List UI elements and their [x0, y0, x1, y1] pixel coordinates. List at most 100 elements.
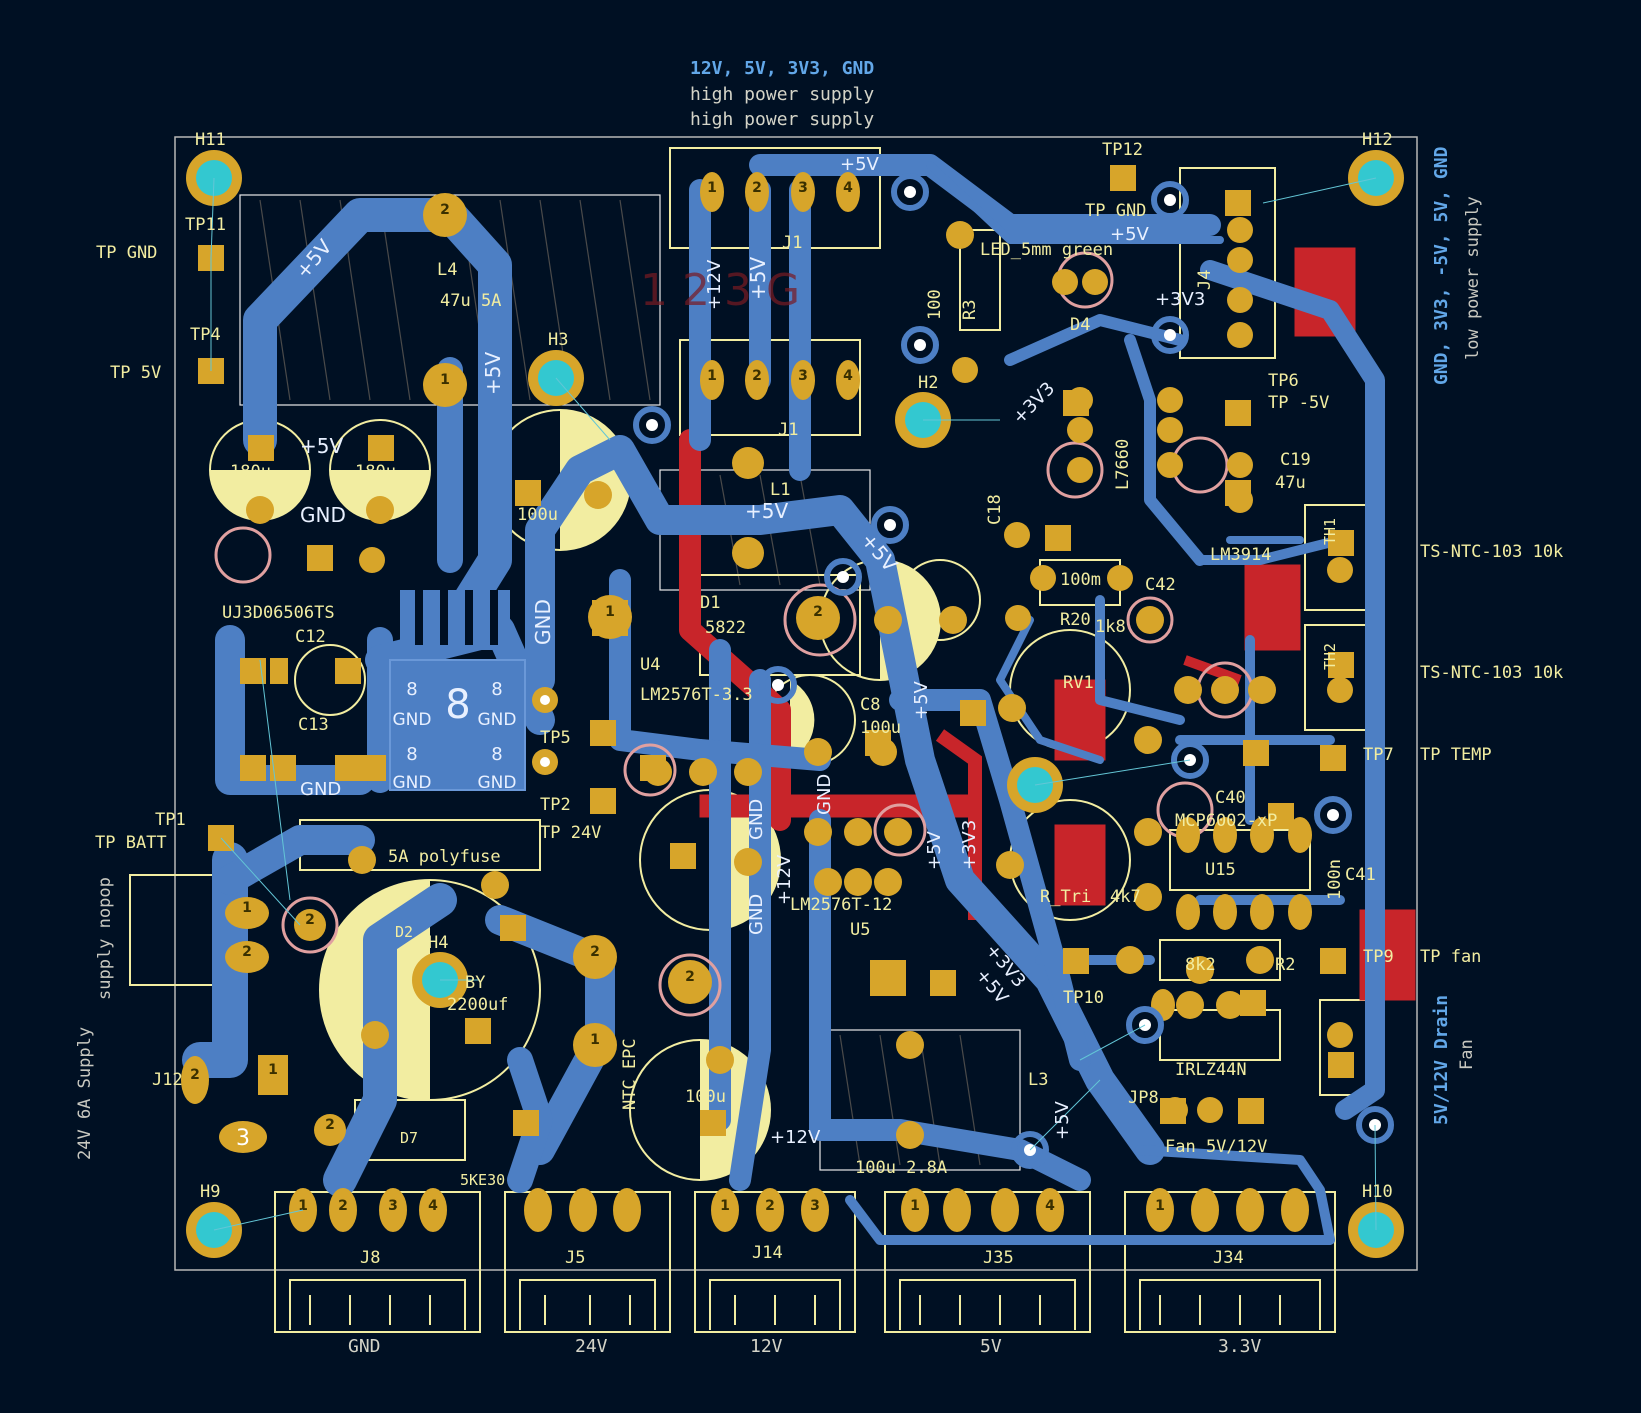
- bottom-connector-teeth: [289, 1279, 1321, 1330]
- svg-text:4: 4: [428, 1198, 438, 1214]
- svg-text:2: 2: [685, 969, 695, 985]
- svg-text:TH2: TH2: [1321, 643, 1339, 670]
- svg-text:C13: C13: [298, 715, 329, 735]
- svg-text:2: 2: [190, 1067, 200, 1083]
- svg-text:BY: BY: [465, 973, 485, 993]
- svg-text:R_Tri: R_Tri: [1040, 887, 1091, 907]
- mounting-holes[interactable]: [186, 150, 1404, 1258]
- svg-text:1: 1: [590, 1032, 600, 1048]
- svg-text:1: 1: [707, 368, 717, 384]
- svg-text:+12V: +12V: [770, 1127, 821, 1148]
- svg-text:TP 5V: TP 5V: [110, 363, 161, 383]
- svg-text:H3: H3: [548, 330, 568, 350]
- svg-text:1: 1: [268, 1062, 278, 1078]
- svg-text:LM2576T-12: LM2576T-12: [790, 895, 892, 915]
- svg-text:TP2: TP2: [540, 795, 571, 815]
- board-outline: [174, 136, 1418, 1271]
- svg-text:12V, 5V, 3V3, GND: 12V, 5V, 3V3, GND: [690, 58, 874, 79]
- svg-text:H9: H9: [200, 1182, 220, 1202]
- svg-text:D2: D2: [395, 923, 413, 941]
- svg-text:2: 2: [242, 944, 252, 960]
- svg-text:1: 1: [1155, 1198, 1165, 1214]
- svg-text:+12V: +12V: [704, 259, 725, 310]
- svg-text:5V: 5V: [980, 1336, 1002, 1357]
- svg-text:D1: D1: [700, 593, 720, 613]
- svg-text:GND: GND: [478, 773, 517, 793]
- svg-text:12V: 12V: [750, 1336, 783, 1357]
- svg-text:LED_5mm green: LED_5mm green: [980, 240, 1113, 260]
- svg-text:GND, 3V3, -5V, 5V, GND: GND, 3V3, -5V, 5V, GND: [1431, 146, 1452, 385]
- square-pads: [198, 165, 1354, 1136]
- svg-text:GND: GND: [478, 710, 517, 730]
- svg-text:5V/12V Drain: 5V/12V Drain: [1431, 995, 1452, 1125]
- svg-text:TP4: TP4: [190, 325, 221, 345]
- svg-text:TP BATT: TP BATT: [95, 833, 167, 853]
- svg-text:U5: U5: [850, 920, 870, 940]
- svg-text:2: 2: [752, 180, 762, 196]
- svg-text:J12: J12: [152, 1070, 183, 1090]
- svg-text:J5: J5: [565, 1248, 585, 1268]
- copper-front-layer: [182, 154, 1385, 1245]
- svg-text:GND: GND: [393, 710, 432, 730]
- svg-text:+5V: +5V: [1052, 1100, 1073, 1140]
- silkscreen-labels: H11 H12 H9 H10 H3 H2 H4 TP11 TP4 TP1 TP1…: [95, 130, 1563, 1202]
- svg-text:low power supply: low power supply: [1463, 196, 1483, 360]
- svg-text:L7660: L7660: [1113, 439, 1133, 490]
- svg-text:8k2: 8k2: [1185, 955, 1216, 975]
- svg-text:H10: H10: [1362, 1182, 1393, 1202]
- connector-refs: J8 J5 J14 J35 J34: [360, 1243, 1244, 1268]
- svg-text:3: 3: [388, 1198, 398, 1214]
- edge-text-top: 12V, 5V, 3V3, GND high power supply high…: [690, 58, 874, 130]
- svg-text:100u 2.8A: 100u 2.8A: [855, 1158, 947, 1178]
- svg-text:L1: L1: [770, 480, 790, 500]
- svg-text:RV1: RV1: [1063, 673, 1094, 693]
- svg-text:180u: 180u: [355, 462, 396, 482]
- svg-text:R3: R3: [960, 300, 980, 320]
- svg-text:100: 100: [925, 289, 945, 320]
- svg-text:3: 3: [798, 368, 808, 384]
- svg-text:100m: 100m: [1060, 570, 1101, 590]
- svg-text:TH1: TH1: [1321, 518, 1339, 545]
- ratsnest: [210, 177, 1377, 1231]
- svg-text:TP10: TP10: [1063, 988, 1104, 1008]
- svg-text:8: 8: [406, 744, 417, 765]
- svg-text:+5V: +5V: [1110, 224, 1150, 245]
- drill-holes: [540, 186, 1381, 1156]
- drill-rings: [633, 173, 1394, 1169]
- svg-text:100u: 100u: [517, 505, 558, 525]
- svg-text:C8: C8: [860, 695, 880, 715]
- svg-text:U15: U15: [1205, 860, 1236, 880]
- svg-text:D4: D4: [1070, 315, 1090, 335]
- svg-text:1: 1: [242, 900, 252, 916]
- svg-text:J34: J34: [1213, 1248, 1244, 1268]
- svg-text:C19: C19: [1280, 450, 1311, 470]
- svg-text:4: 4: [843, 368, 853, 384]
- svg-text:TP GND: TP GND: [1085, 201, 1146, 221]
- svg-text:J8: J8: [360, 1248, 380, 1268]
- svg-text:2: 2: [590, 944, 600, 960]
- svg-text:4: 4: [1045, 1198, 1055, 1214]
- svg-text:5KE30: 5KE30: [460, 1171, 505, 1189]
- svg-text:TP1: TP1: [155, 810, 186, 830]
- svg-text:TP -5V: TP -5V: [1268, 393, 1329, 413]
- svg-text:GND: GND: [814, 774, 835, 815]
- svg-text:1: 1: [720, 1198, 730, 1214]
- svg-text:100n: 100n: [1325, 859, 1345, 900]
- svg-text:H12: H12: [1362, 130, 1393, 150]
- svg-text:+3V3: +3V3: [1155, 289, 1205, 310]
- svg-text:2200uf: 2200uf: [447, 995, 508, 1015]
- svg-text:+3V3: +3V3: [1009, 378, 1059, 428]
- svg-text:J14: J14: [752, 1243, 783, 1263]
- svg-text:TP 24V: TP 24V: [540, 823, 601, 843]
- svg-text:2: 2: [440, 202, 450, 218]
- svg-text:GND: GND: [300, 503, 346, 527]
- svg-text:+5V: +5V: [924, 830, 945, 870]
- svg-text:+5V: +5V: [840, 154, 880, 175]
- svg-text:GND: GND: [348, 1336, 381, 1357]
- ic-footprint-u3: [389, 590, 526, 791]
- svg-text:H11: H11: [195, 130, 226, 150]
- svg-text:J1: J1: [778, 420, 798, 440]
- svg-text:UJ3D06506TS: UJ3D06506TS: [222, 603, 335, 623]
